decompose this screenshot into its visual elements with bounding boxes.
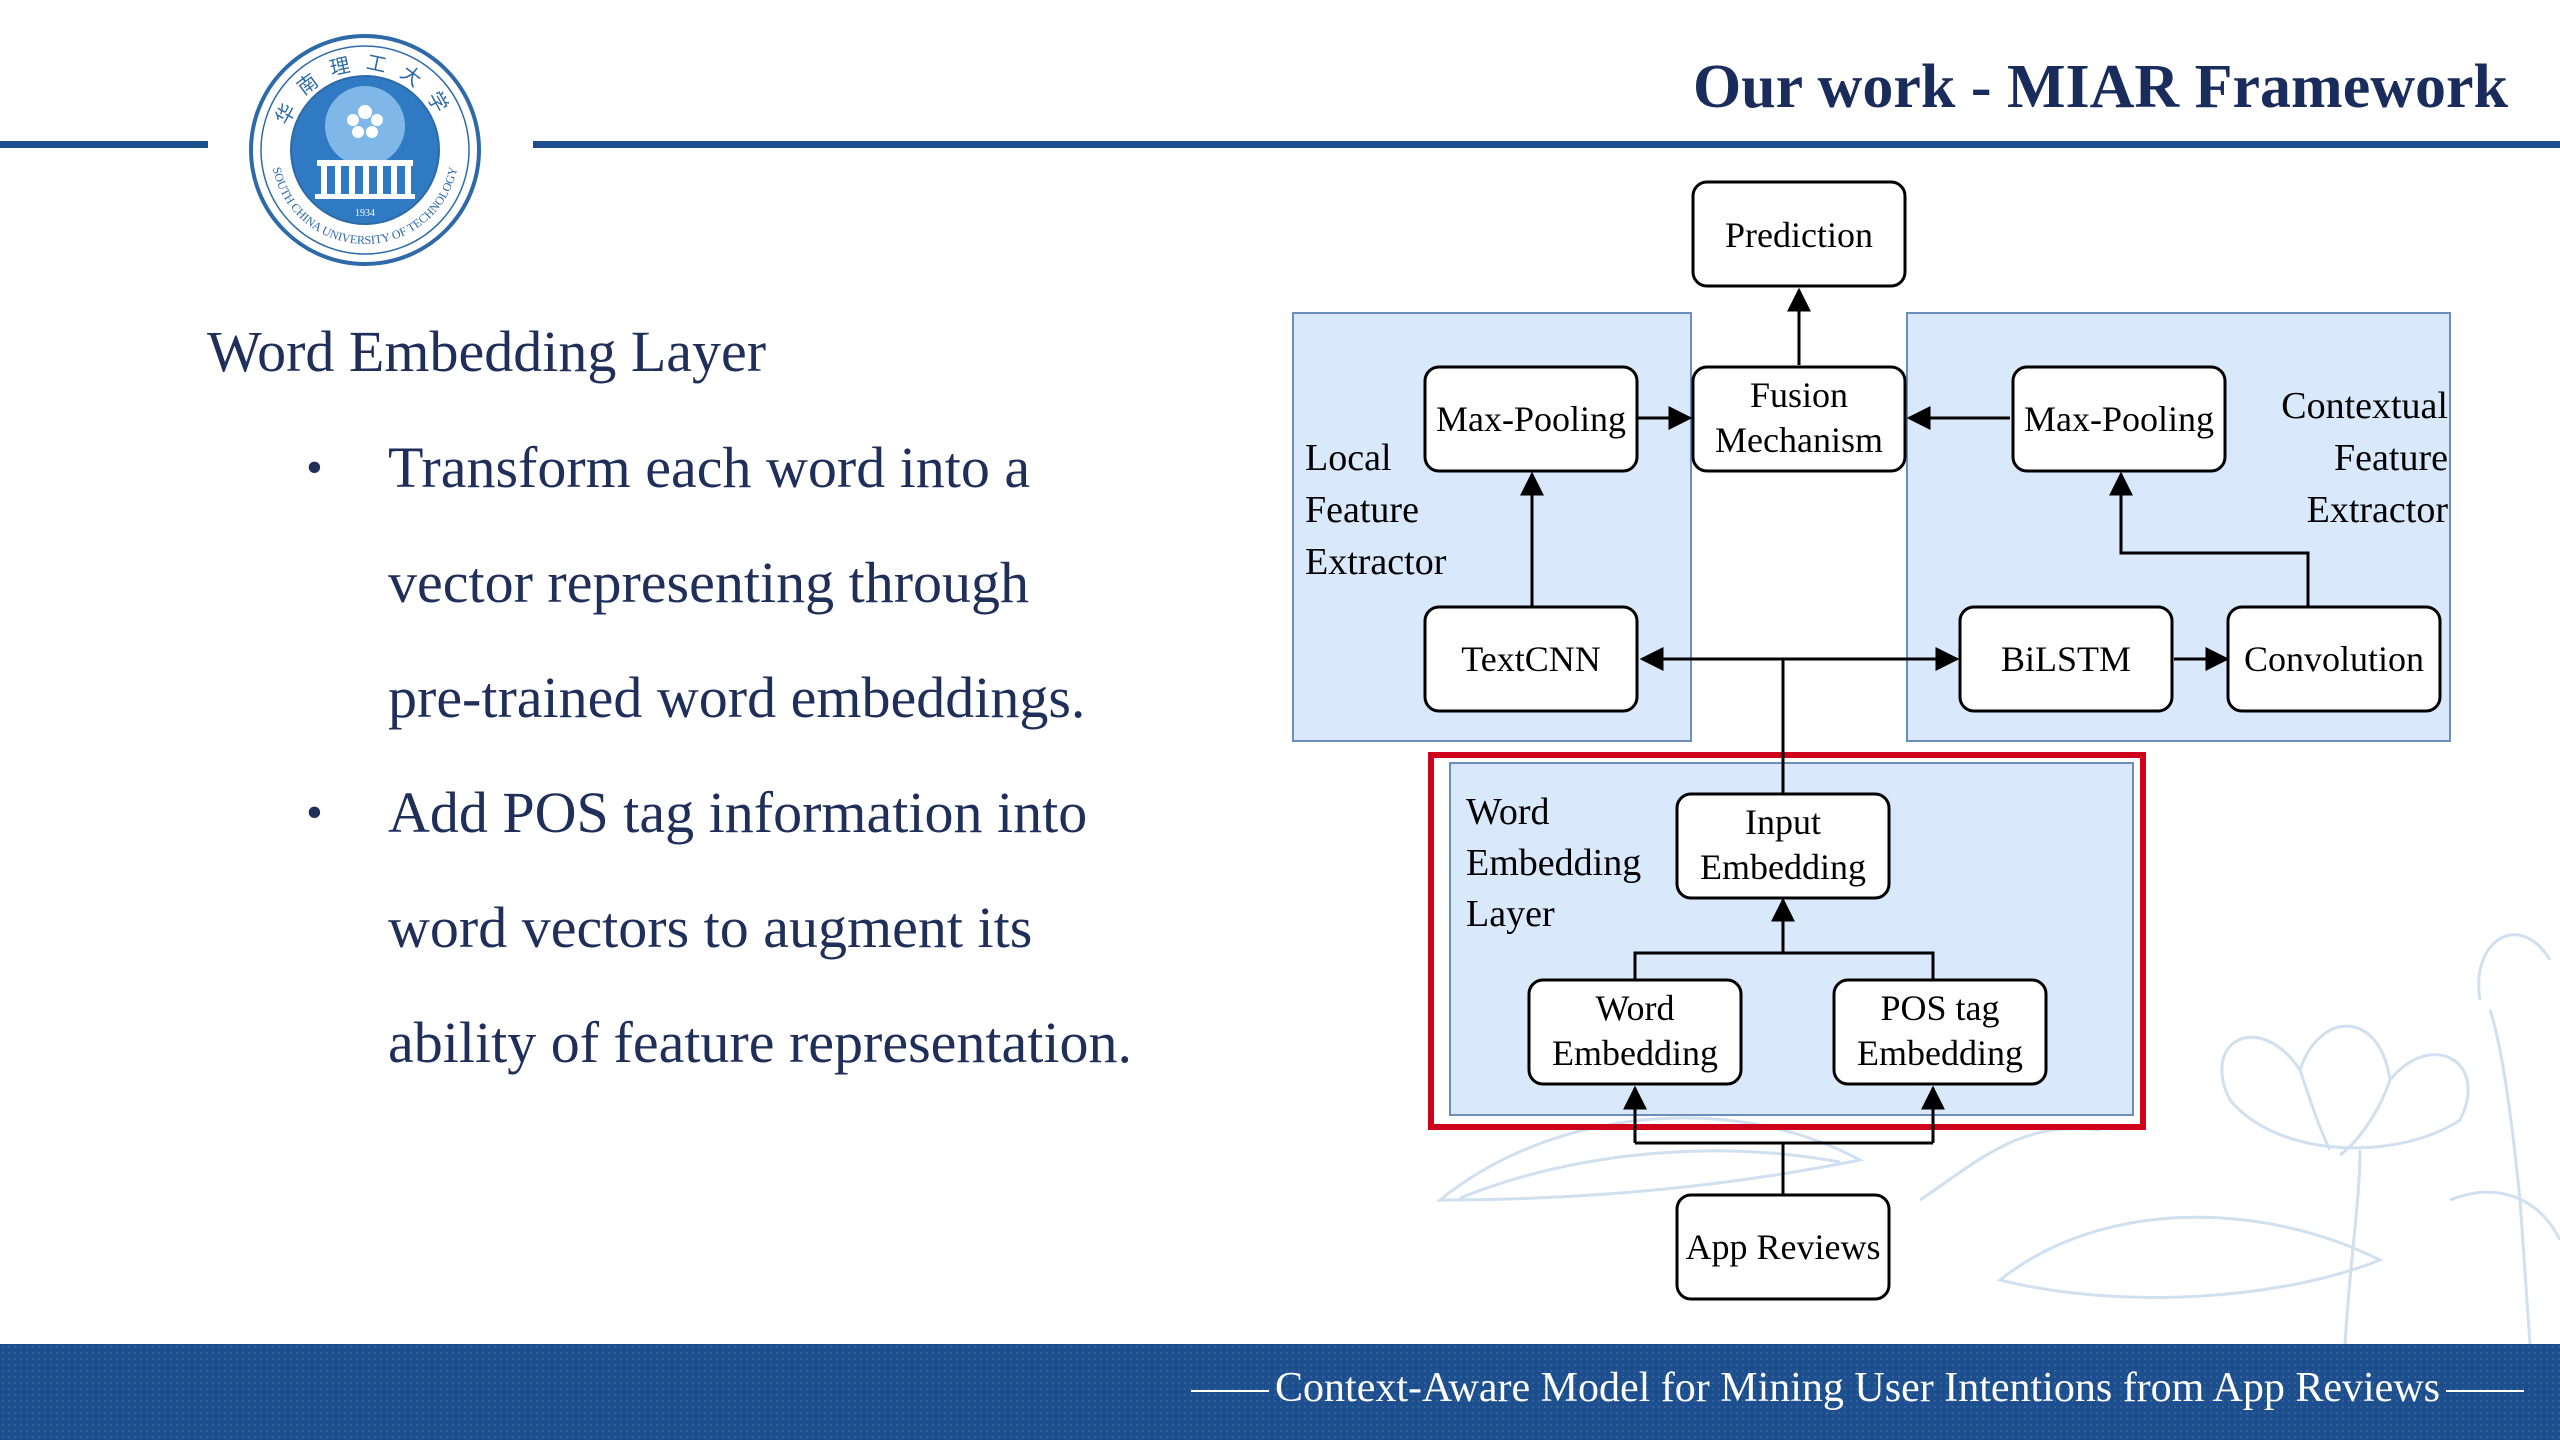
textcnn-label: TextCNN — [1461, 639, 1600, 679]
fusion-label-2: Mechanism — [1715, 420, 1883, 460]
pos-embedding-label-2: Embedding — [1857, 1033, 2023, 1073]
local-label-line-1: Local — [1305, 437, 1392, 479]
word-layer-label-line-2: Embedding — [1466, 842, 1641, 884]
footer-bar: Context-Aware Model for Mining User Inte… — [0, 1344, 2560, 1440]
lotus-decoration — [1435, 933, 2560, 1344]
word-embedding-label-2: Embedding — [1552, 1033, 1718, 1073]
maxpool-left-node — [1423, 365, 1639, 473]
pos-tag-embedding-node — [1832, 978, 2048, 1086]
local-label-line-2: Feature — [1305, 489, 1419, 531]
footer-caption: Context-Aware Model for Mining User Inte… — [1185, 1364, 2530, 1412]
footer-dash-right — [2446, 1390, 2524, 1393]
bilstm-node — [1958, 605, 2174, 713]
local-label-line-3: Extractor — [1305, 541, 1447, 583]
bullet-1-line-1: Transform each word into a — [388, 435, 1031, 500]
contextual-label-line-2: Feature — [2334, 437, 2448, 479]
contextual-label-line-3: Extractor — [2307, 489, 2449, 531]
word-embedding-label-1: Word — [1595, 988, 1674, 1028]
bullet-1-line-2: vector representing through — [388, 550, 1030, 615]
maxpool-right-node — [2011, 365, 2227, 473]
bullet-marker: • — [306, 441, 323, 494]
bullet-2-line-1: Add POS tag information into — [388, 780, 1088, 845]
footer-title: Context-Aware Model for Mining User Inte… — [1275, 1365, 2440, 1411]
app-reviews-label: App Reviews — [1686, 1227, 1881, 1267]
maxpool-left-label: Max-Pooling — [1436, 399, 1626, 439]
fusion-mechanism-node — [1691, 365, 1907, 473]
slide-title: Our work - MIAR Framework — [1692, 53, 2508, 121]
bullet-1-line-3: pre-trained word embeddings. — [388, 665, 1086, 730]
highlight-box — [1428, 752, 2146, 1130]
contextual-label-line-1: Contextual — [2281, 385, 2448, 427]
word-embedding-node — [1527, 978, 1743, 1086]
maxpool-right-label: Max-Pooling — [2024, 399, 2214, 439]
textcnn-node — [1423, 605, 1639, 713]
svg-text:1934: 1934 — [355, 208, 375, 219]
app-reviews-node — [1675, 1193, 1891, 1301]
header-rule-right — [533, 141, 2560, 148]
input-embedding-node — [1675, 792, 1891, 900]
header-rule-left — [0, 141, 208, 148]
edge-convolution-to-maxpool — [2109, 471, 2310, 606]
fusion-label-1: Fusion — [1750, 375, 1848, 415]
miar-architecture-diagram: Local Feature Extractor Contextual Featu… — [1292, 180, 2451, 1301]
section-heading: Word Embedding Layer — [207, 319, 767, 384]
bullet-2-line-3: ability of feature representation. — [388, 1010, 1133, 1075]
word-layer-label-line-3: Layer — [1466, 893, 1555, 935]
bullet-2-line-2: word vectors to augment its — [388, 895, 1033, 960]
prediction-node — [1691, 180, 1907, 288]
university-logo: 1934 华南理工大学 SOUTH CHINA UNIVERSITY OF TE… — [249, 34, 481, 266]
word-layer-label-line-1: Word — [1466, 791, 1549, 833]
convolution-label: Convolution — [2244, 639, 2424, 679]
pos-embedding-label-1: POS tag — [1880, 988, 1999, 1028]
input-embedding-label-1: Input — [1745, 802, 1821, 842]
prediction-label: Prediction — [1725, 215, 1873, 255]
bilstm-label: BiLSTM — [2001, 639, 2131, 679]
input-embedding-label-2: Embedding — [1700, 847, 1866, 887]
footer-dash-left — [1191, 1390, 1270, 1393]
bullet-marker: • — [306, 786, 323, 839]
convolution-node — [2226, 605, 2442, 713]
